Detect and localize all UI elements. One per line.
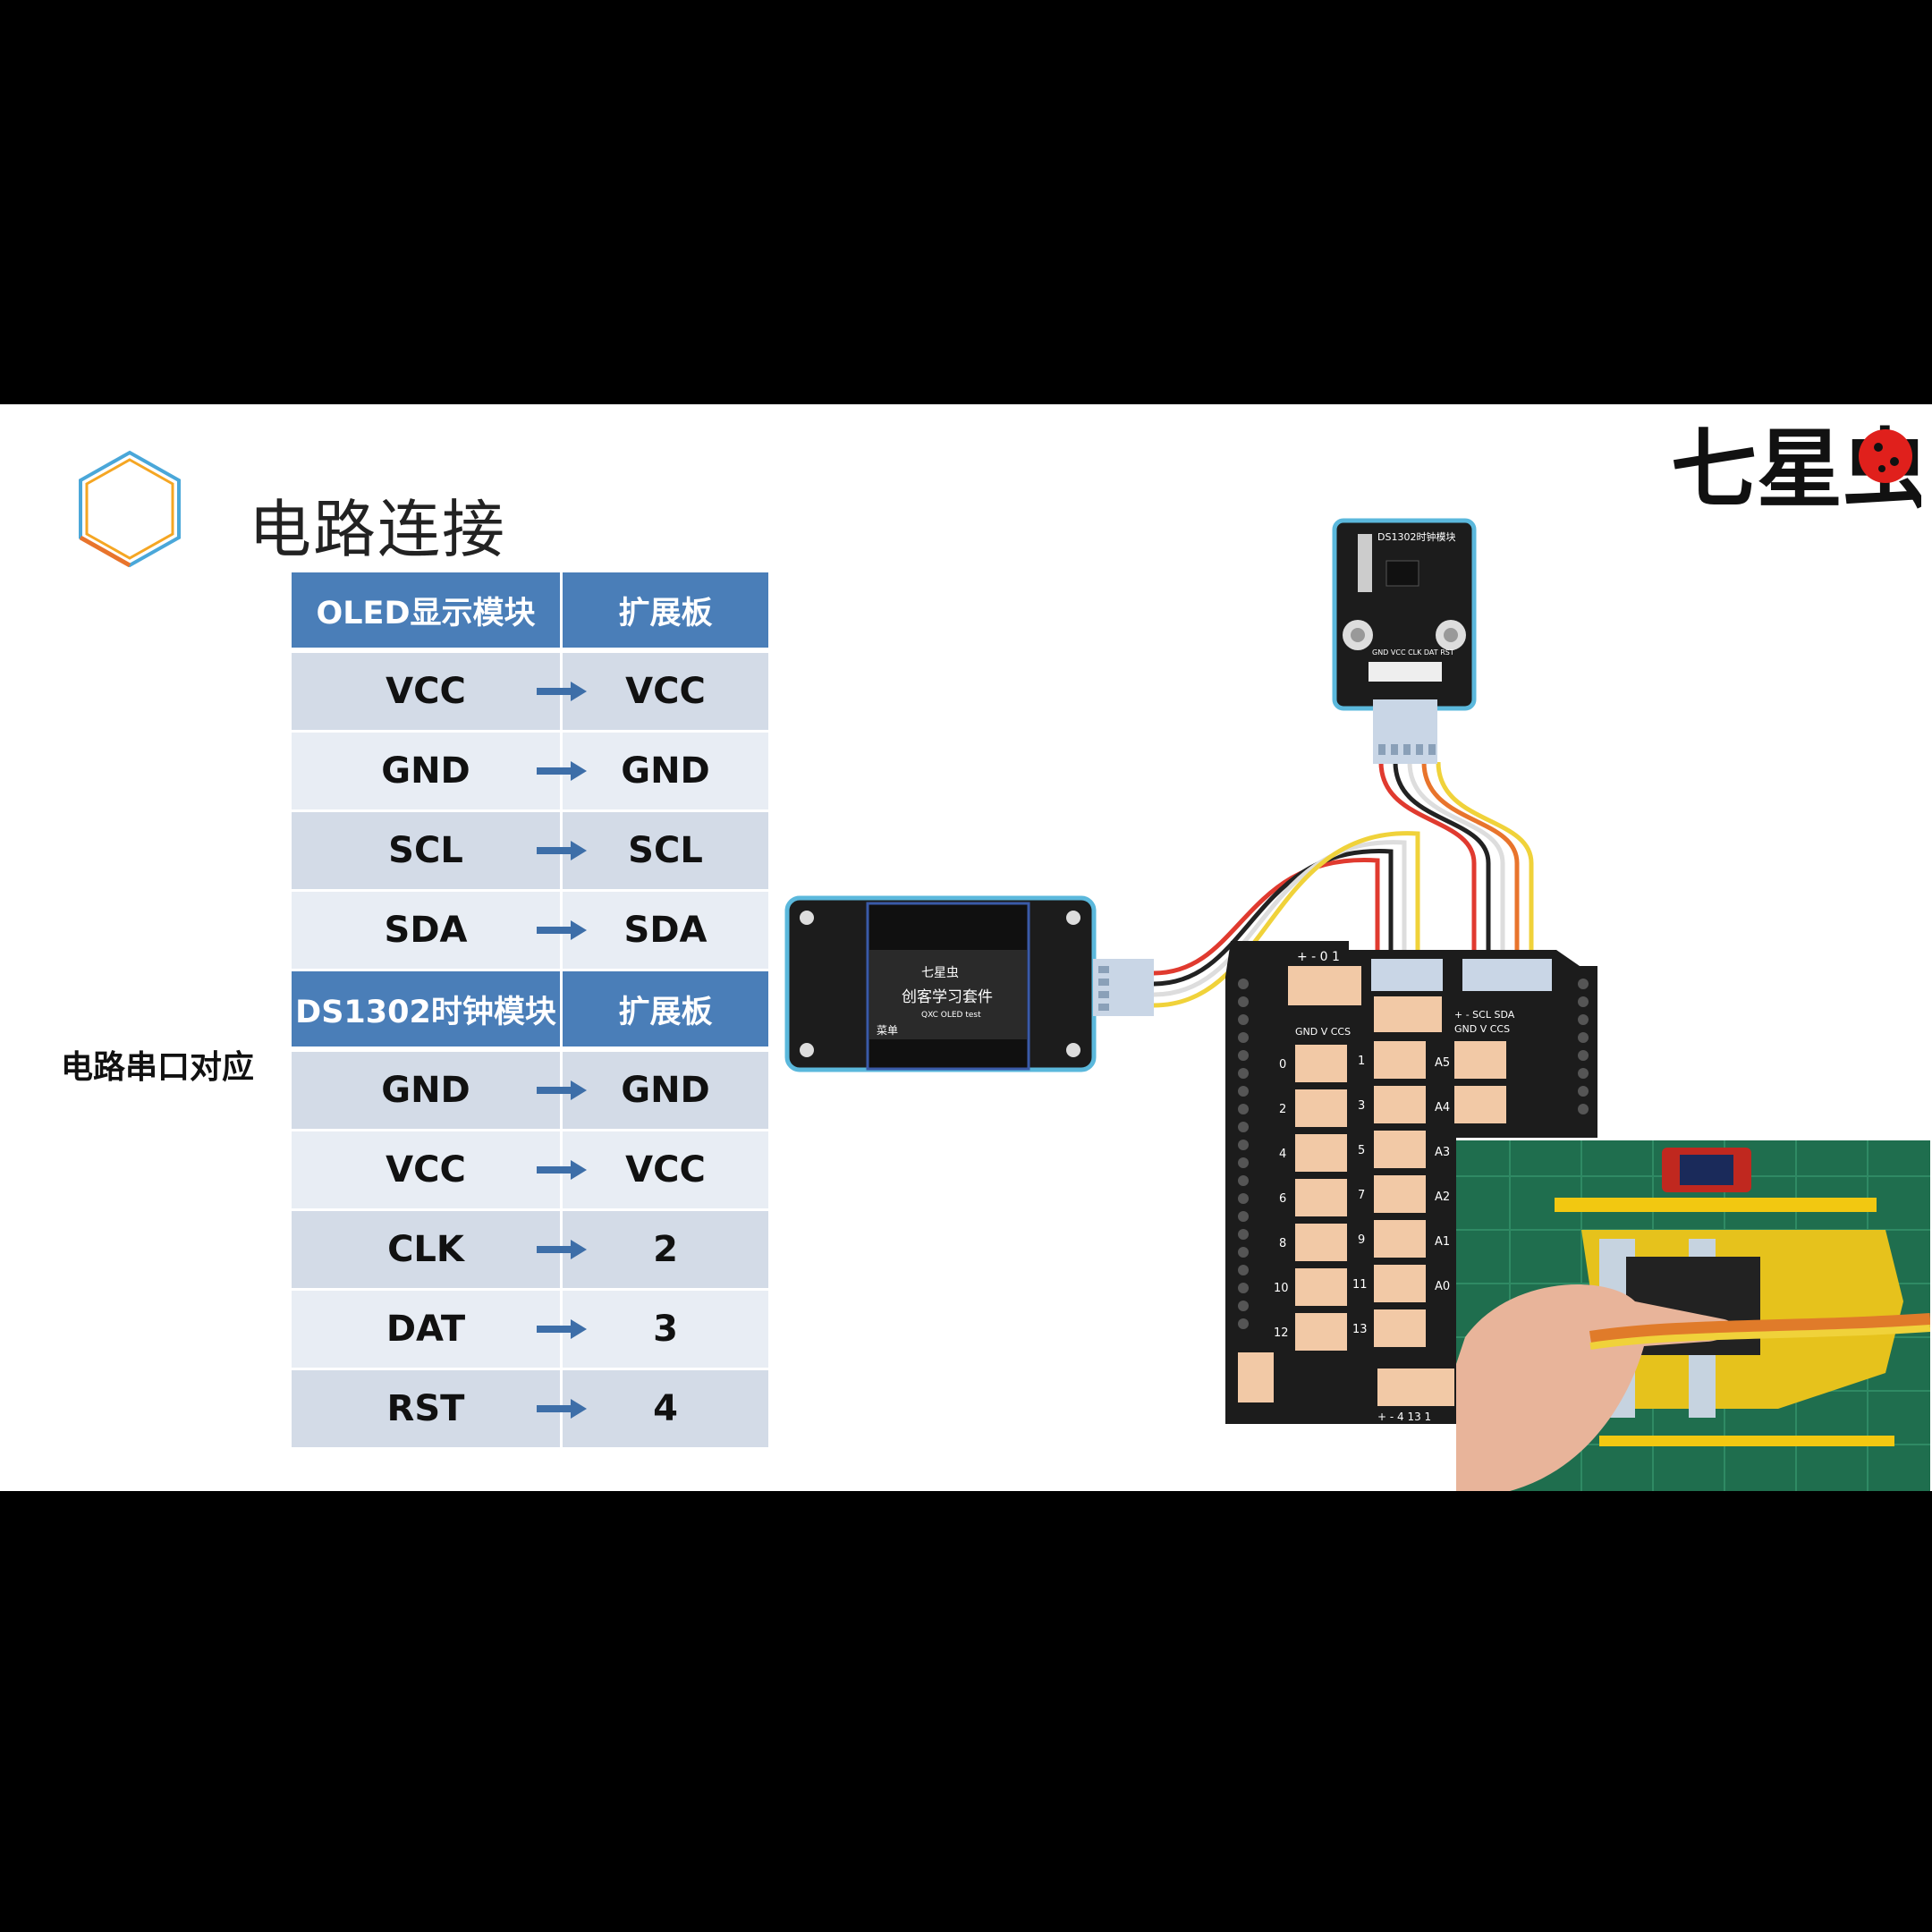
board-analog-labels: A5 A4 A3 A2 A1 A0 [1435, 1056, 1450, 1293]
module-pin: VCC [386, 671, 466, 712]
svg-text:11: 11 [1352, 1278, 1368, 1292]
table-row: VCC VCC [292, 1131, 768, 1208]
board-mid-numbers: 1 3 5 7 9 11 13 [1352, 1055, 1368, 1336]
board-pin: VCC [563, 653, 768, 730]
arrow-right-icon [537, 1399, 587, 1419]
board-top-digits: + - 0 1 [1297, 950, 1340, 964]
table-row: RST 4 [292, 1370, 768, 1447]
ds1302-pin-labels: GND VCC CLK DAT RST [1372, 648, 1454, 657]
svg-text:6: 6 [1279, 1192, 1286, 1206]
svg-text:10: 10 [1274, 1282, 1289, 1295]
arrow-right-icon [537, 1160, 587, 1180]
table-row: CLK 2 [292, 1211, 768, 1288]
brand-logo: 七星虫 [1671, 419, 1921, 517]
serial-mapping-label: 电路串口对应 [61, 1049, 255, 1086]
header-cell: 扩展板 [563, 572, 768, 648]
header-cell: OLED显示模块 [292, 572, 563, 648]
oled-screen-sub: QXC OLED test [921, 1011, 981, 1020]
module-pin: SDA [384, 910, 468, 951]
hexagon-logo-icon [79, 450, 181, 568]
arrow-right-icon [537, 1080, 587, 1100]
table-row: GND GND [292, 1052, 768, 1129]
svg-text:7: 7 [1358, 1189, 1365, 1202]
svg-text:3: 3 [1358, 1099, 1365, 1113]
oled-screen-menu: 菜单 [877, 1024, 898, 1037]
table-row: SCL SCL [292, 812, 768, 889]
oled-module: 七星虫 创客学习套件 QXC OLED test 菜单 [784, 895, 1154, 1072]
board-pin: VCC [563, 1131, 768, 1208]
module-pin: DAT [386, 1309, 466, 1350]
oled-header-row: OLED显示模块 扩展板 [292, 572, 768, 648]
oled-screen-brand: 七星虫 [921, 966, 959, 980]
svg-text:2: 2 [1279, 1103, 1286, 1116]
board-pin: SCL [563, 812, 768, 889]
board-pin: GND [563, 1052, 768, 1129]
ds1302-label: DS1302时钟模块 [1377, 530, 1455, 543]
board-i2c-label: + - SCL SDA [1454, 1009, 1515, 1021]
oled-screen-title: 创客学习套件 [902, 988, 993, 1006]
svg-text:A3: A3 [1435, 1146, 1450, 1159]
table-row: VCC VCC [292, 653, 768, 730]
module-pin: GND [381, 750, 470, 792]
wiring-diagram: DS1302时钟模块 GND VCC CLK DAT RST 七星虫 创客学习套… [784, 518, 1597, 1424]
module-pin: CLK [387, 1229, 464, 1270]
svg-text:A0: A0 [1435, 1280, 1450, 1293]
table-row: GND GND [292, 733, 768, 809]
board-gvc-right: GND V CCS [1454, 1023, 1510, 1035]
svg-text:A5: A5 [1435, 1056, 1450, 1070]
svg-text:8: 8 [1279, 1237, 1286, 1250]
svg-text:A4: A4 [1435, 1101, 1450, 1114]
board-bottom-label: + - 4 13 1 [1377, 1411, 1431, 1423]
board-pin: SDA [563, 892, 768, 969]
oled-wires [1153, 831, 1420, 1008]
header-cell: 扩展板 [563, 971, 768, 1046]
ds1302-header-row: DS1302时钟模块 扩展板 [292, 971, 768, 1046]
board-pin: GND [563, 733, 768, 809]
board-left-numbers: 0 2 4 6 8 10 12 [1274, 1058, 1289, 1340]
svg-text:12: 12 [1274, 1326, 1289, 1340]
svg-text:A1: A1 [1435, 1235, 1450, 1249]
arrow-right-icon [537, 841, 587, 860]
board-pin: 3 [563, 1291, 768, 1368]
svg-text:9: 9 [1358, 1233, 1365, 1247]
svg-text:5: 5 [1358, 1144, 1365, 1157]
pin-mapping-table: OLED显示模块 扩展板 VCC VCC GND GND SCL SCL SDA… [292, 572, 768, 1450]
table-row: SDA SDA [292, 892, 768, 969]
slide: 电路连接 七星虫 电路串口对应 OLED显示模块 扩展板 VCC VCC GND… [0, 404, 1932, 1491]
arrow-right-icon [537, 1319, 587, 1339]
expansion-board: + - 0 1 + - SCL SDA GND V CCS GND V CCS [1225, 941, 1597, 1424]
board-pin: 2 [563, 1211, 768, 1288]
module-pin: GND [381, 1070, 470, 1111]
page-title: 电路连接 [249, 493, 506, 566]
svg-text:A2: A2 [1435, 1191, 1450, 1204]
ds1302-wires [1378, 761, 1534, 959]
board-pin: 4 [563, 1370, 768, 1447]
arrow-right-icon [537, 920, 587, 940]
module-pin: VCC [386, 1149, 466, 1191]
svg-text:13: 13 [1352, 1323, 1368, 1336]
svg-text:0: 0 [1279, 1058, 1286, 1072]
ds1302-module: DS1302时钟模块 GND VCC CLK DAT RST [1332, 518, 1477, 764]
arrow-right-icon [537, 761, 587, 781]
build-photo [1456, 1140, 1930, 1491]
arrow-right-icon [537, 1240, 587, 1259]
svg-text:4: 4 [1279, 1148, 1286, 1161]
module-pin: RST [386, 1388, 465, 1429]
table-row: DAT 3 [292, 1291, 768, 1368]
board-gvc-left: GND V CCS [1295, 1026, 1351, 1038]
module-pin: SCL [388, 830, 463, 871]
arrow-right-icon [537, 682, 587, 701]
header-cell: DS1302时钟模块 [292, 971, 563, 1046]
svg-text:1: 1 [1358, 1055, 1365, 1068]
